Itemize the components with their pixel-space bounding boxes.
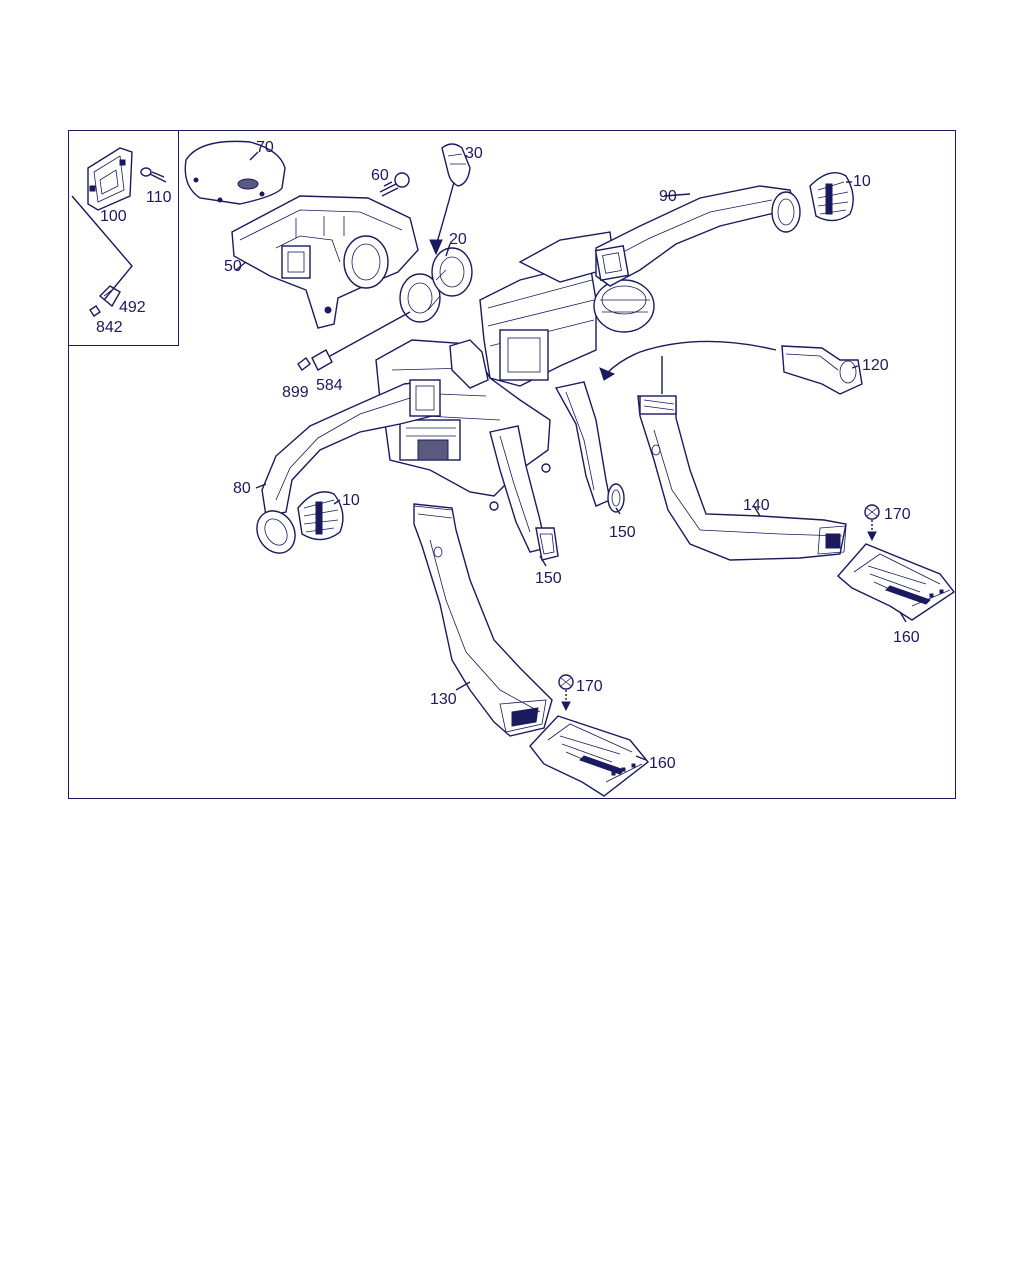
part-90-duct xyxy=(594,185,801,287)
part-130-duct xyxy=(413,503,553,737)
label-60: 60 xyxy=(371,167,389,184)
label-140: 140 xyxy=(743,497,770,514)
part-150-duct-left xyxy=(489,425,559,561)
part-10-vent-right xyxy=(809,172,854,222)
label-150-right: 150 xyxy=(609,524,636,541)
label-20: 20 xyxy=(449,231,467,248)
label-842: 842 xyxy=(96,319,123,336)
part-170-screw-left xyxy=(558,674,574,712)
part-160-outlet-right xyxy=(837,543,956,621)
part-60-screw xyxy=(379,172,410,197)
label-130: 130 xyxy=(430,691,457,708)
part-492-clip xyxy=(98,285,121,308)
part-899-clip xyxy=(297,356,311,372)
part-150-duct-right xyxy=(554,381,625,513)
blower-housing xyxy=(479,231,655,387)
part-70-cover xyxy=(184,140,286,205)
part-160-outlet-left xyxy=(529,715,649,797)
arrow-120 xyxy=(605,340,777,375)
label-170-right: 170 xyxy=(884,506,911,523)
label-100: 100 xyxy=(100,208,127,225)
label-110: 110 xyxy=(146,189,172,206)
part-842-pin xyxy=(89,305,101,317)
label-50: 50 xyxy=(224,258,242,275)
label-70: 70 xyxy=(256,139,274,156)
part-30-knob xyxy=(441,143,471,187)
part-110-screw xyxy=(140,167,167,183)
label-10-right: 10 xyxy=(853,173,871,190)
inset-leader xyxy=(71,195,133,301)
label-492: 492 xyxy=(119,299,146,316)
part-120-duct xyxy=(781,345,863,395)
part-50-distributor xyxy=(231,195,419,329)
part-584-clip xyxy=(311,349,333,371)
label-10-left: 10 xyxy=(342,492,360,509)
part-labels: 70 30 60 110 100 90 10 20 50 492 842 120… xyxy=(96,139,920,772)
part-20-flaps xyxy=(399,247,473,323)
part-140-duct xyxy=(637,356,847,561)
part-10-vent-left xyxy=(297,491,344,541)
part-170-screw-right xyxy=(864,504,880,542)
label-30: 30 xyxy=(465,145,483,162)
label-899: 899 xyxy=(282,384,309,401)
label-584: 584 xyxy=(316,377,343,394)
diagram-frame xyxy=(68,130,956,799)
label-170-left: 170 xyxy=(576,678,603,695)
label-120: 120 xyxy=(862,357,889,374)
label-160-left: 160 xyxy=(649,755,676,772)
inset-frame xyxy=(68,130,179,346)
leader-584 xyxy=(329,311,411,357)
part-80-duct xyxy=(256,379,441,554)
label-90: 90 xyxy=(659,188,677,205)
label-80: 80 xyxy=(233,480,251,497)
label-150-left: 150 xyxy=(535,570,562,587)
leader-lines xyxy=(235,151,907,761)
part-100-bracket xyxy=(87,147,133,211)
label-160-right: 160 xyxy=(893,629,920,646)
